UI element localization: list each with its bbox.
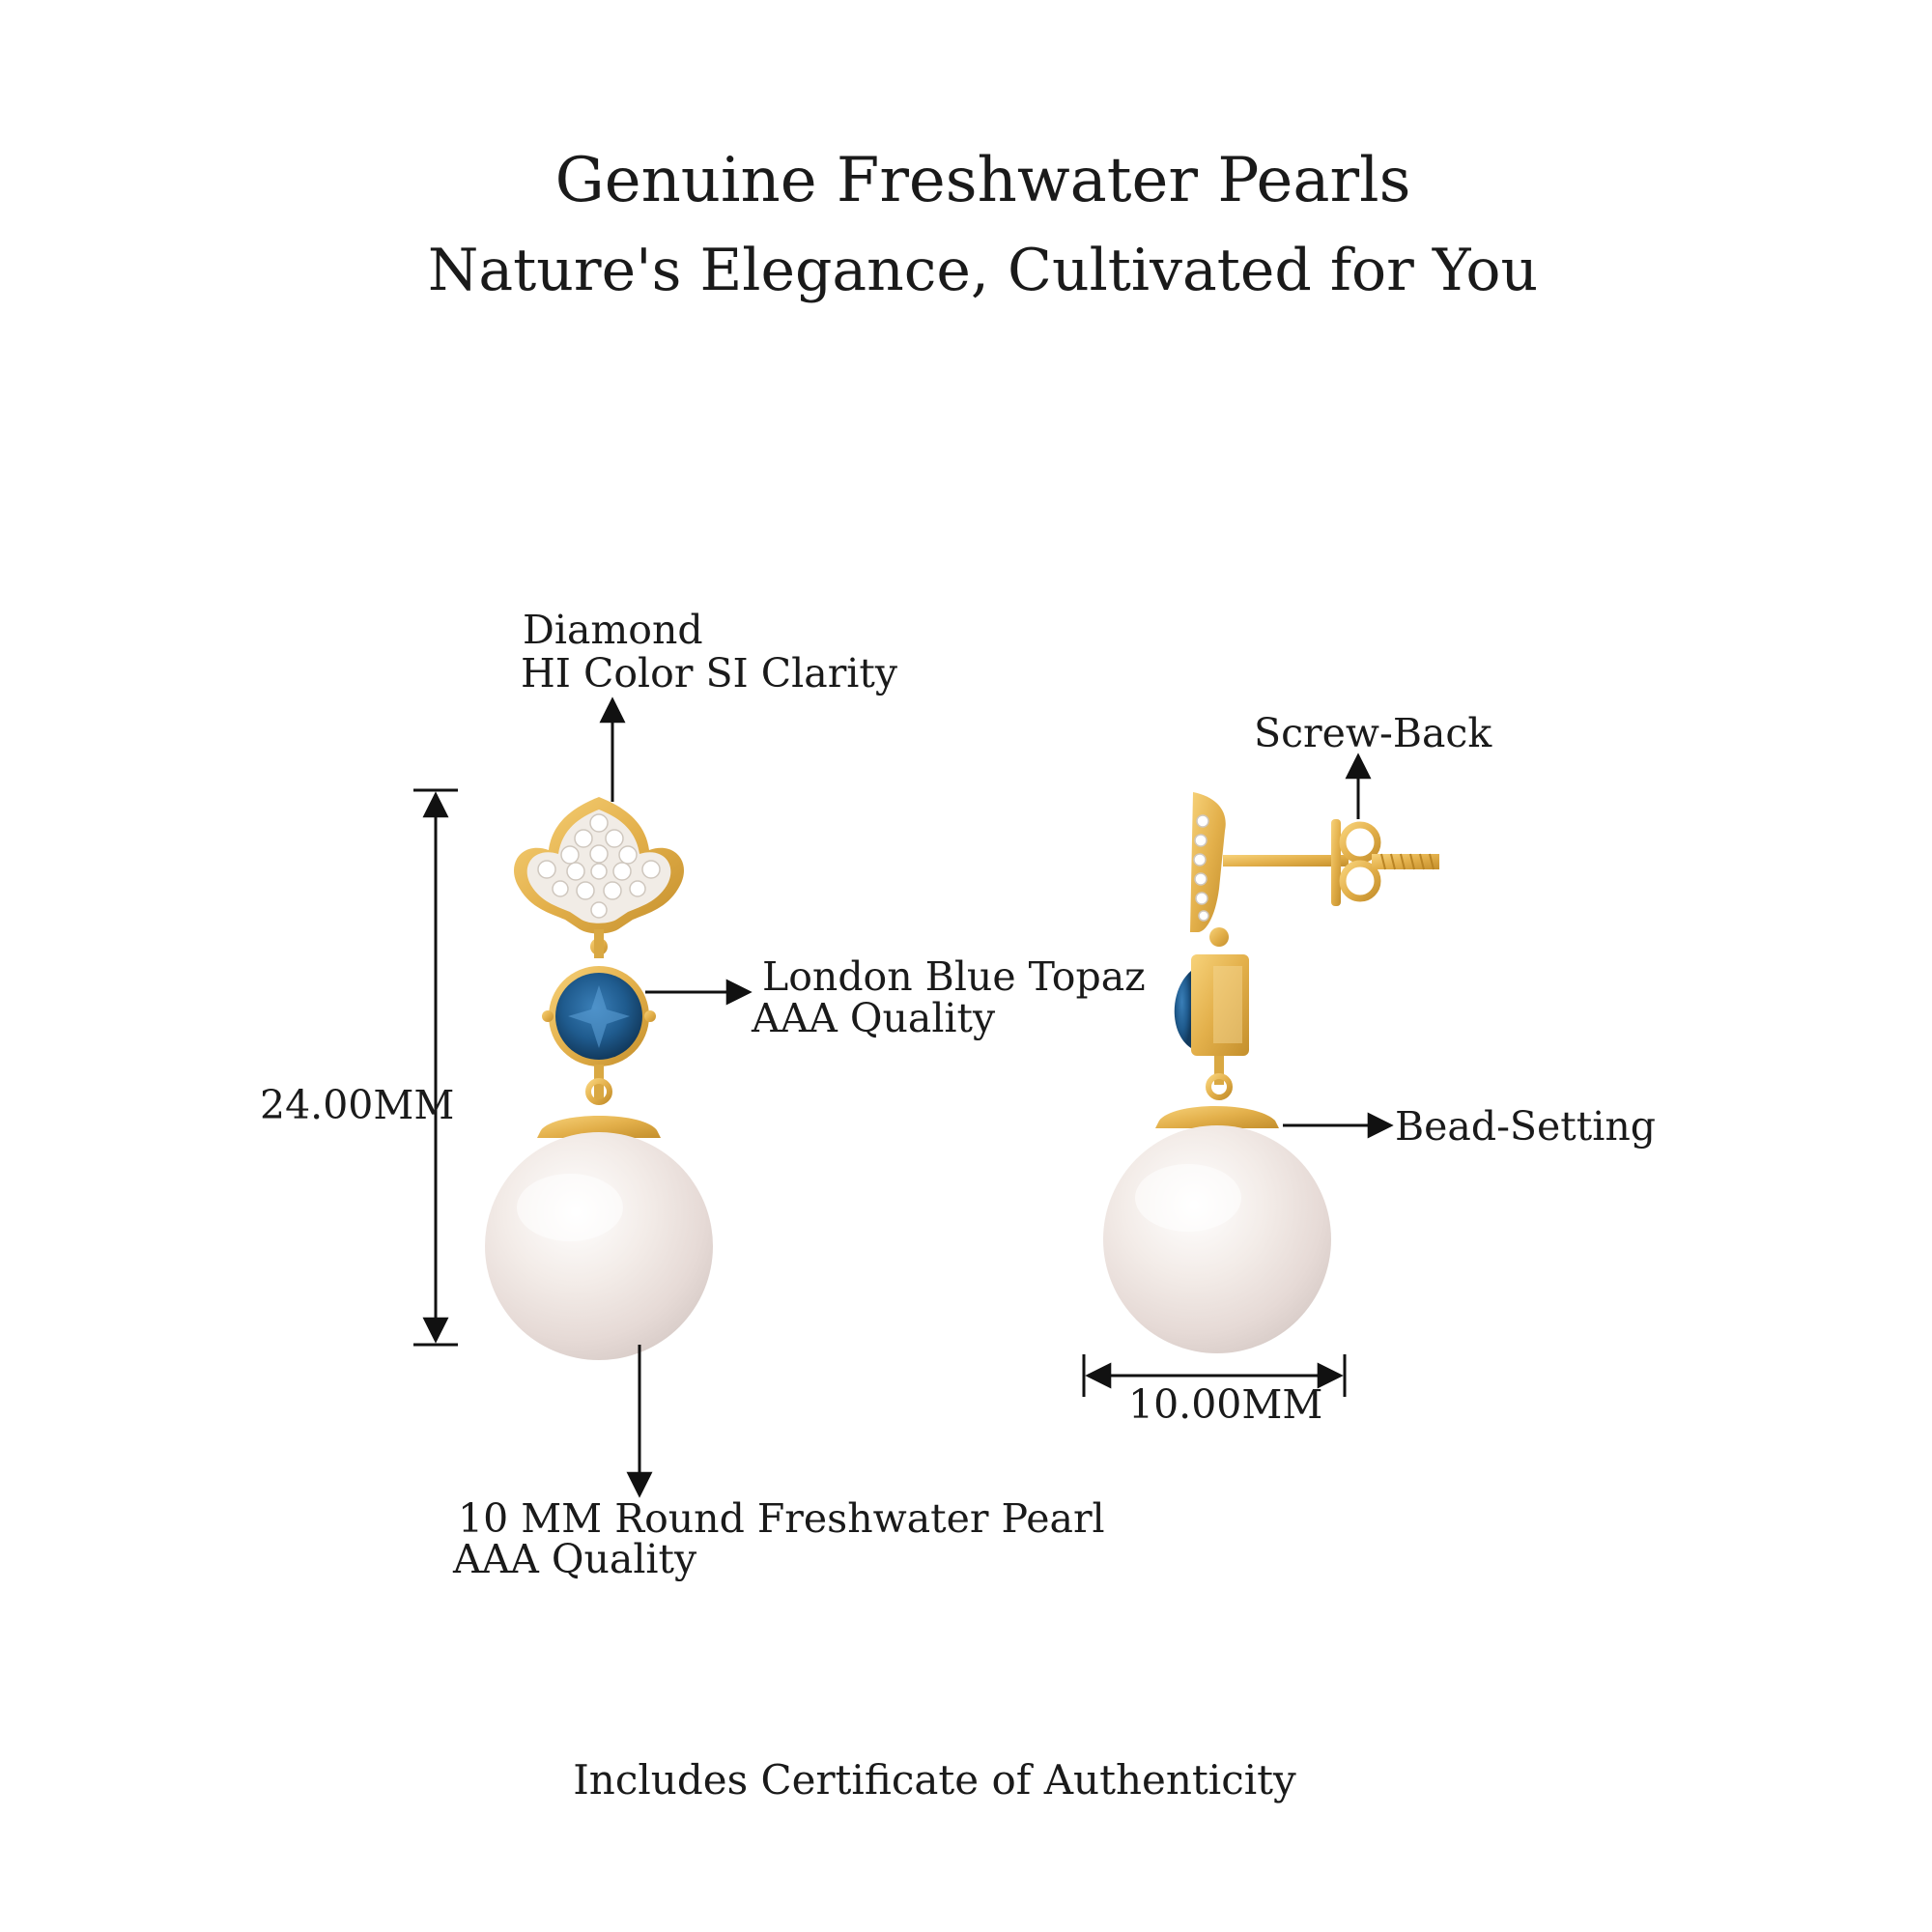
topaz-label: London Blue Topaz (762, 953, 1146, 1000)
pearl-quality-label: AAA Quality (453, 1536, 697, 1582)
side-earring (1103, 792, 1439, 1353)
pearl-label: 10 MM Round Freshwater Pearl (458, 1495, 1105, 1542)
front-earring (485, 797, 713, 1360)
certificate-note: Includes Certificate of Authenticity (573, 1756, 1296, 1804)
page-title: Genuine Freshwater Pearls (554, 145, 1411, 216)
height-dimension-label: 24.00MM (260, 1082, 455, 1128)
pearl (485, 1132, 713, 1360)
height-dimension-line (413, 788, 458, 1347)
diamond-cluster (513, 797, 685, 934)
width-dimension-line (1082, 1354, 1347, 1397)
diamond-label: Diamond (523, 607, 703, 653)
width-dimension-label: 10.00MM (1128, 1381, 1323, 1428)
topaz-stone (542, 966, 656, 1066)
screw-back-label: Screw-Back (1254, 710, 1492, 756)
diamond-grade-label: HI Color SI Clarity (521, 650, 898, 696)
page-subtitle: Nature's Elegance, Cultivated for You (427, 237, 1539, 304)
topaz-quality-label: AAA Quality (752, 995, 996, 1041)
bead-setting-label: Bead-Setting (1395, 1103, 1657, 1150)
